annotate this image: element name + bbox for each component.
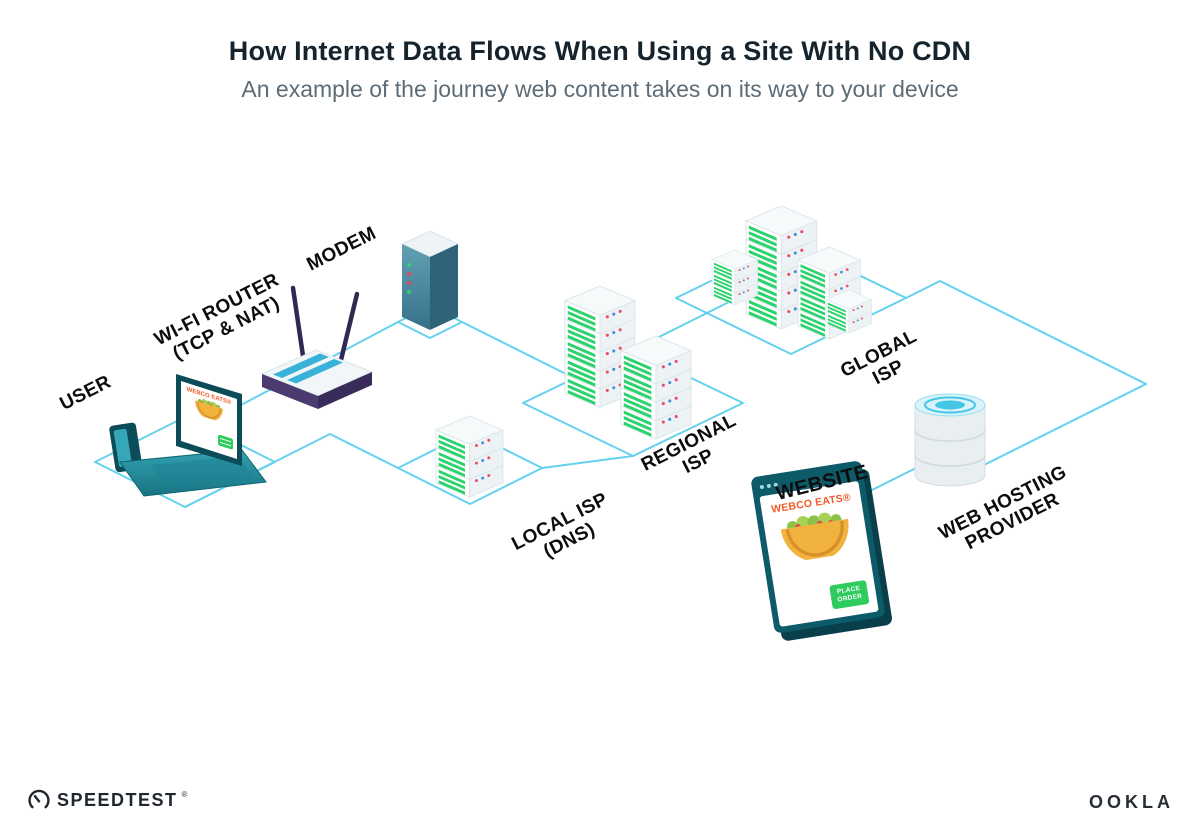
user-phone	[109, 422, 143, 473]
local-to-regional-line	[541, 455, 634, 469]
website-browser-window: WEBCO EATS® PLACE ORDER	[750, 460, 886, 634]
taco-icon	[195, 399, 223, 421]
ookla-logo: OOKLA	[1089, 792, 1174, 812]
modem-led	[407, 263, 411, 267]
modem-to-regional-line	[461, 321, 567, 375]
router-stripe	[273, 353, 329, 378]
modem-led	[407, 281, 411, 285]
router-antenna-icon	[290, 285, 306, 359]
modem-led	[407, 290, 411, 294]
laptop-keyboard	[150, 456, 254, 487]
place-order-button[interactable]: PLACE ORDER	[829, 580, 870, 610]
regional-isp-servers	[564, 285, 692, 440]
taco-icon	[780, 512, 849, 562]
browser-dot-icon	[759, 484, 765, 490]
speedtest-registered-mark: ®	[181, 790, 188, 799]
modem-side	[430, 244, 458, 330]
page-subtitle: An example of the journey web content ta…	[241, 76, 959, 102]
speedtest-gauge-icon	[28, 789, 50, 809]
router-side	[318, 372, 372, 409]
global-isp-servers	[711, 205, 872, 340]
laptop-screen-content: WEBCO EATS®	[181, 381, 237, 458]
database-ring	[935, 400, 965, 410]
wifi-router-illustration	[260, 285, 374, 409]
modem-led	[407, 272, 411, 276]
database-ring	[924, 396, 976, 414]
hosting-to-website-line	[869, 467, 917, 492]
router-front	[262, 374, 318, 409]
laptop-order-button	[218, 434, 233, 450]
speedtest-logo: SPEEDTEST ®	[28, 789, 187, 811]
database-tier-line	[914, 429, 986, 442]
web-hosting-illustration	[914, 393, 986, 487]
database-body	[914, 405, 986, 487]
database-tier-line	[914, 454, 986, 467]
router-stripe	[287, 359, 343, 384]
browser-dot-icon	[766, 483, 772, 489]
modem-illustration	[400, 230, 460, 330]
website-page-content: WEBCO EATS® PLACE ORDER	[759, 480, 879, 627]
modem-front	[402, 244, 430, 330]
router-antenna-icon	[338, 291, 360, 363]
local-isp-servers	[435, 415, 504, 498]
global-to-hosting-line	[905, 280, 1147, 484]
speedtest-wordmark: SPEEDTEST	[57, 789, 178, 810]
page-title: How Internet Data Flows When Using a Sit…	[228, 36, 972, 66]
